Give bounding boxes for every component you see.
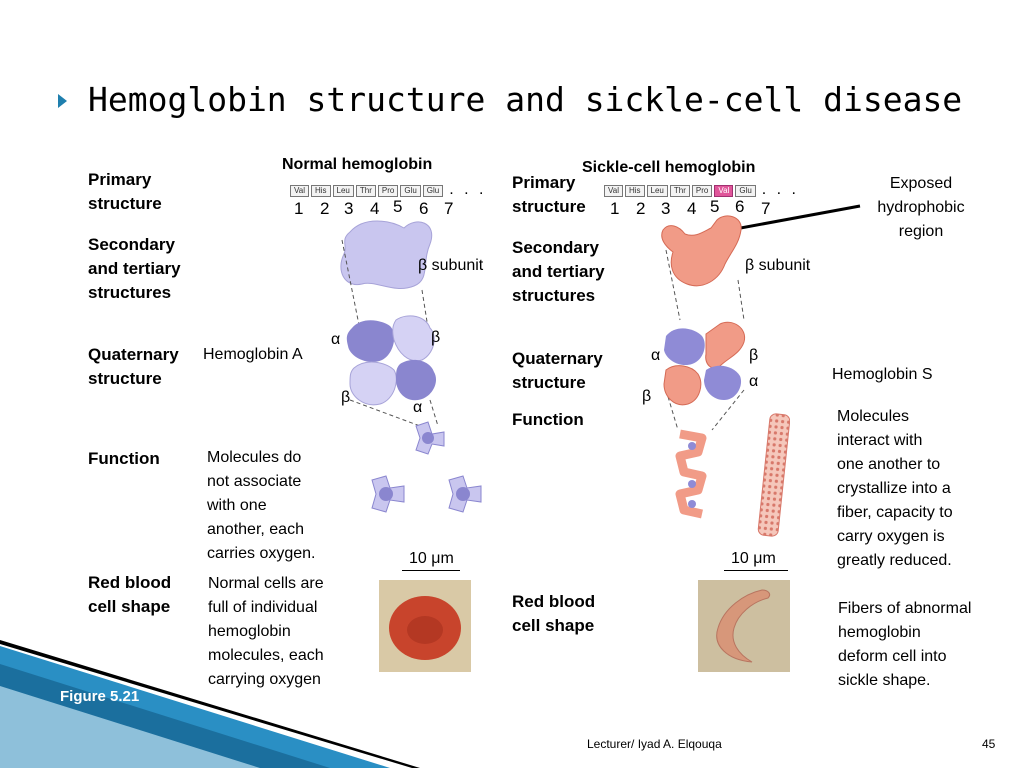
footer-lecturer: Lecturer/ Iyad A. Elqouqa bbox=[587, 737, 722, 751]
normal-separate-molecule bbox=[371, 475, 405, 513]
sickle-beta-label-bottom: β bbox=[642, 388, 652, 405]
amino-acid: Glu bbox=[422, 185, 444, 197]
sickle-scale-label: 10 μm bbox=[731, 550, 776, 567]
sickle-fiber-chain bbox=[675, 429, 707, 519]
normal-amino-acid-sequence: Val His Leu Thr Pro Glu Glu . . . bbox=[290, 181, 487, 198]
sickle-alpha-label-bottom: α bbox=[749, 373, 759, 390]
corner-swoosh-decoration bbox=[0, 640, 420, 768]
hemoglobin-s-label: Hemoglobin S bbox=[832, 366, 933, 383]
amino-acid: Thr bbox=[669, 185, 690, 197]
normal-small-molecule bbox=[415, 421, 445, 455]
amino-acid: Glu bbox=[400, 185, 421, 197]
sickle-beta-subunit-label: β subunit bbox=[745, 257, 811, 274]
sickle-alpha-label-top: α bbox=[651, 347, 661, 364]
amino-acid: Val bbox=[290, 185, 309, 197]
normal-beta-label-bottom: β bbox=[341, 389, 351, 406]
amino-acid: His bbox=[310, 185, 331, 197]
sickle-beta-subunit-shape bbox=[661, 215, 742, 287]
sequence-ellipsis: . . . bbox=[761, 181, 799, 198]
normal-beta-label-top: β bbox=[431, 329, 441, 346]
amino-acid: Pro bbox=[377, 185, 399, 197]
amino-acid: His bbox=[624, 185, 645, 197]
amino-acid: Pro bbox=[691, 185, 713, 197]
hemoglobin-a-label: Hemoglobin A bbox=[203, 346, 303, 363]
normal-red-blood-cell-image bbox=[379, 580, 471, 672]
normal-hemoglobin-heading: Normal hemoglobin bbox=[282, 156, 433, 173]
sickle-hemoglobin-heading: Sickle-cell hemoglobin bbox=[582, 159, 756, 176]
normal-scale-label: 10 μm bbox=[409, 550, 454, 567]
amino-acid: Val bbox=[604, 185, 623, 197]
normal-separate-molecule bbox=[448, 475, 482, 513]
normal-alpha-label-bottom: α bbox=[413, 399, 423, 416]
amino-acid: Thr bbox=[355, 185, 376, 197]
sickle-dashed-guides bbox=[665, 249, 745, 431]
sickle-amino-acid-sequence: Val His Leu Thr Pro Val Glu . . . bbox=[604, 181, 799, 198]
normal-alpha-label-top: α bbox=[331, 331, 341, 348]
title-bullet-icon bbox=[58, 94, 67, 108]
amino-acid: Leu bbox=[646, 185, 668, 197]
sickle-beta-label-top: β bbox=[749, 347, 759, 364]
normal-scale-bar bbox=[402, 570, 460, 571]
normal-beta-subunit-label: β subunit bbox=[418, 257, 484, 274]
sickle-quaternary-structure bbox=[663, 321, 746, 406]
figure-label: Figure 5.21 bbox=[60, 688, 140, 705]
page-number: 45 bbox=[982, 737, 996, 751]
sickle-function-label: Function bbox=[512, 410, 584, 429]
normal-quaternary-structure bbox=[346, 315, 437, 406]
normal-dashed-guides bbox=[341, 239, 439, 427]
normal-beta-subunit-shape bbox=[340, 220, 433, 289]
slide-title: Hemoglobin structure and sickle-cell dis… bbox=[88, 80, 963, 119]
amino-acid: Glu bbox=[735, 185, 756, 197]
amino-acid: Leu bbox=[332, 185, 354, 197]
sickle-fiber-bundle bbox=[757, 413, 790, 537]
function-label: Function bbox=[88, 449, 160, 468]
mutant-amino-acid: Val bbox=[714, 185, 734, 197]
sequence-ellipsis: . . . bbox=[449, 181, 487, 198]
sickle-scale-bar bbox=[724, 570, 788, 571]
sickle-red-blood-cell-image bbox=[698, 580, 790, 672]
